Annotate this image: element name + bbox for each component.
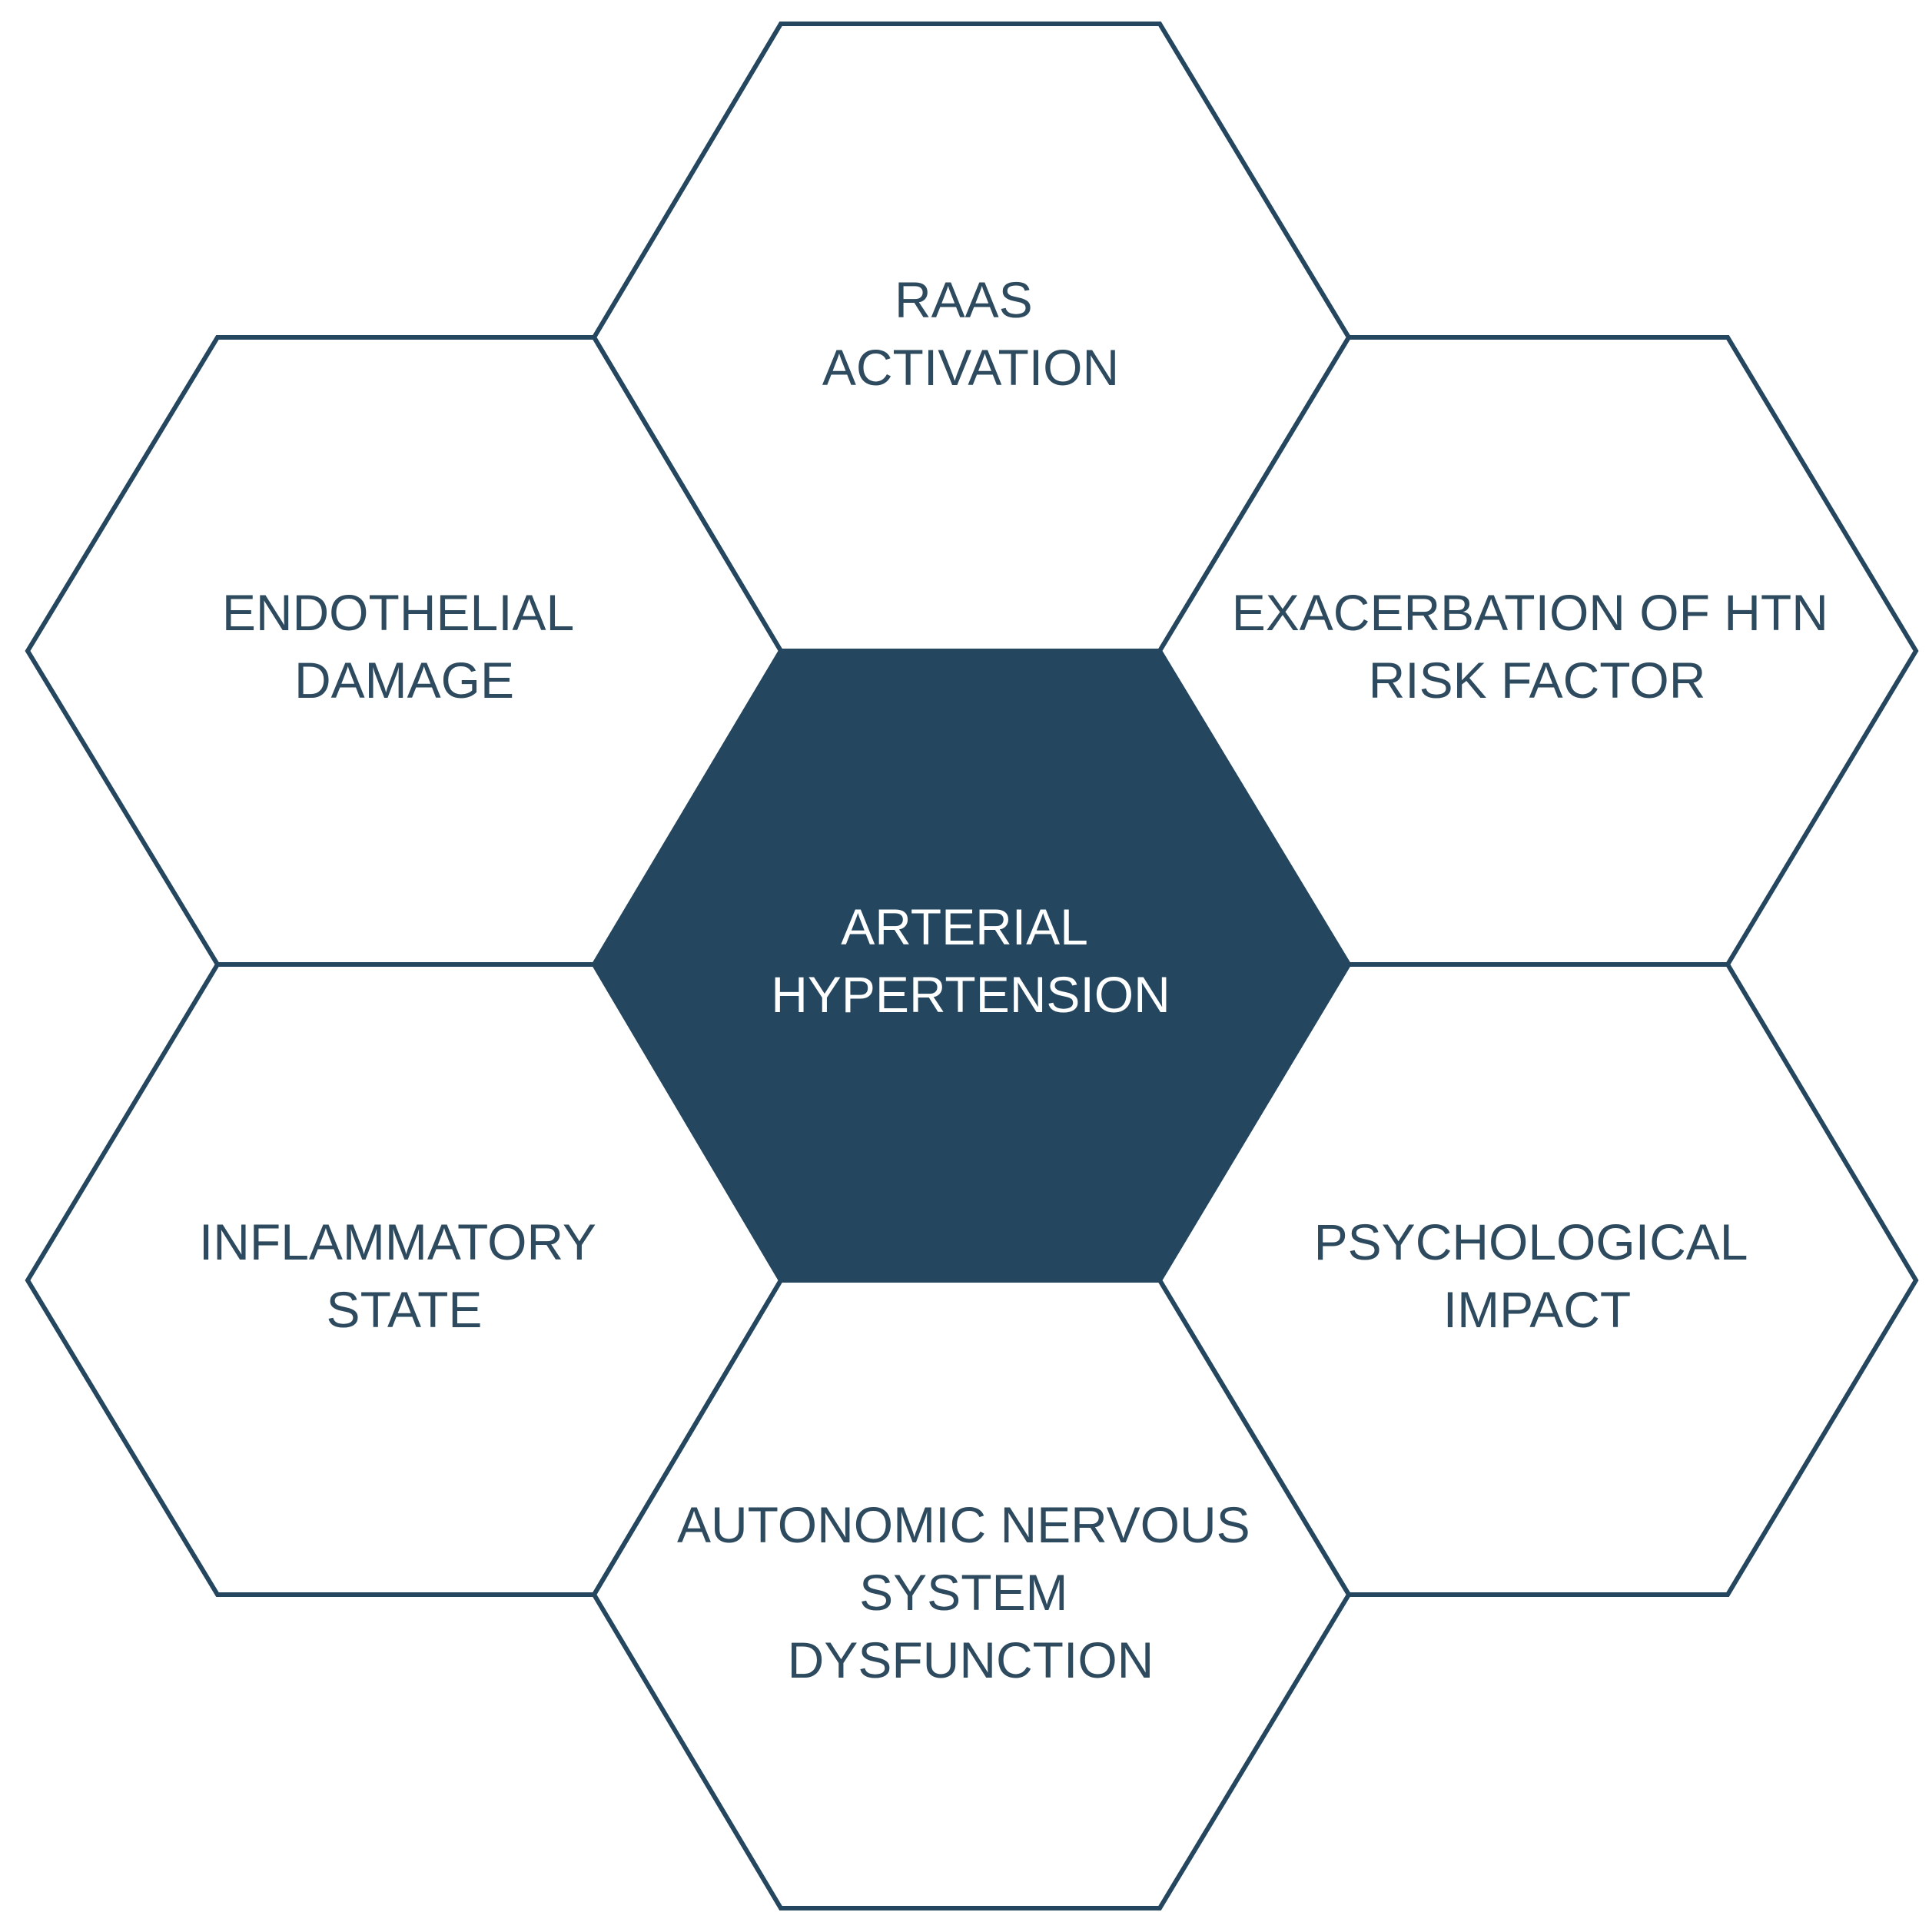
node-label: EXACERBATION OF HTN RISK FACTOR xyxy=(1232,584,1843,709)
center-hexagon-shape xyxy=(591,649,1352,1283)
center-label-line: ARTERIAL xyxy=(841,898,1087,955)
node-label-line: RAAS xyxy=(895,271,1033,328)
center-label-line: HYPERTENSION xyxy=(771,966,1170,1023)
node-label-line: AUTONOMIC NERVOUS xyxy=(677,1496,1250,1553)
hex-node-arterial-hypertension: ARTERIAL HYPERTENSION xyxy=(591,649,1352,1283)
node-label-line: ENDOTHELIAL xyxy=(222,584,573,641)
node-label: PSYCHOLOGICAL IMPACT xyxy=(1314,1213,1761,1338)
hex-node-autonomic-nervous-system-dysfunction: AUTONOMIC NERVOUS SYSTEM DYSFUNCTION xyxy=(591,1278,1352,1910)
node-label-line: STATE xyxy=(327,1281,483,1338)
node-label-line: ACTIVATION xyxy=(822,339,1119,396)
node-label: RAAS ACTIVATION xyxy=(822,271,1119,396)
node-label-line: DYSFUNCTION xyxy=(788,1632,1154,1688)
node-label: AUTONOMIC NERVOUS SYSTEM DYSFUNCTION xyxy=(677,1496,1264,1688)
node-label-line: INFLAMMATORY xyxy=(199,1213,596,1270)
hex-node-psychological-impact: PSYCHOLOGICAL IMPACT xyxy=(1157,962,1919,1597)
node-label-line: DAMAGE xyxy=(294,652,514,709)
node-label-line: RISK FACTOR xyxy=(1369,652,1706,709)
node-label: ENDOTHELIAL DAMAGE xyxy=(222,584,586,709)
node-label-line: SYSTEM xyxy=(859,1564,1067,1621)
hex-node-exacerbation-of-htn-risk-factor: EXACERBATION OF HTN RISK FACTOR xyxy=(1157,335,1919,967)
node-label-line: EXACERBATION OF HTN xyxy=(1232,584,1828,641)
node-label-line: PSYCHOLOGICAL xyxy=(1314,1213,1747,1270)
center-label: ARTERIAL HYPERTENSION xyxy=(771,898,1170,1023)
hex-node-endothelial-damage: ENDOTHELIAL DAMAGE xyxy=(25,335,784,967)
hex-node-inflammatory-state: INFLAMMATORY STATE xyxy=(25,962,784,1597)
node-label: INFLAMMATORY STATE xyxy=(199,1213,609,1338)
node-label-line: IMPACT xyxy=(1443,1281,1631,1338)
